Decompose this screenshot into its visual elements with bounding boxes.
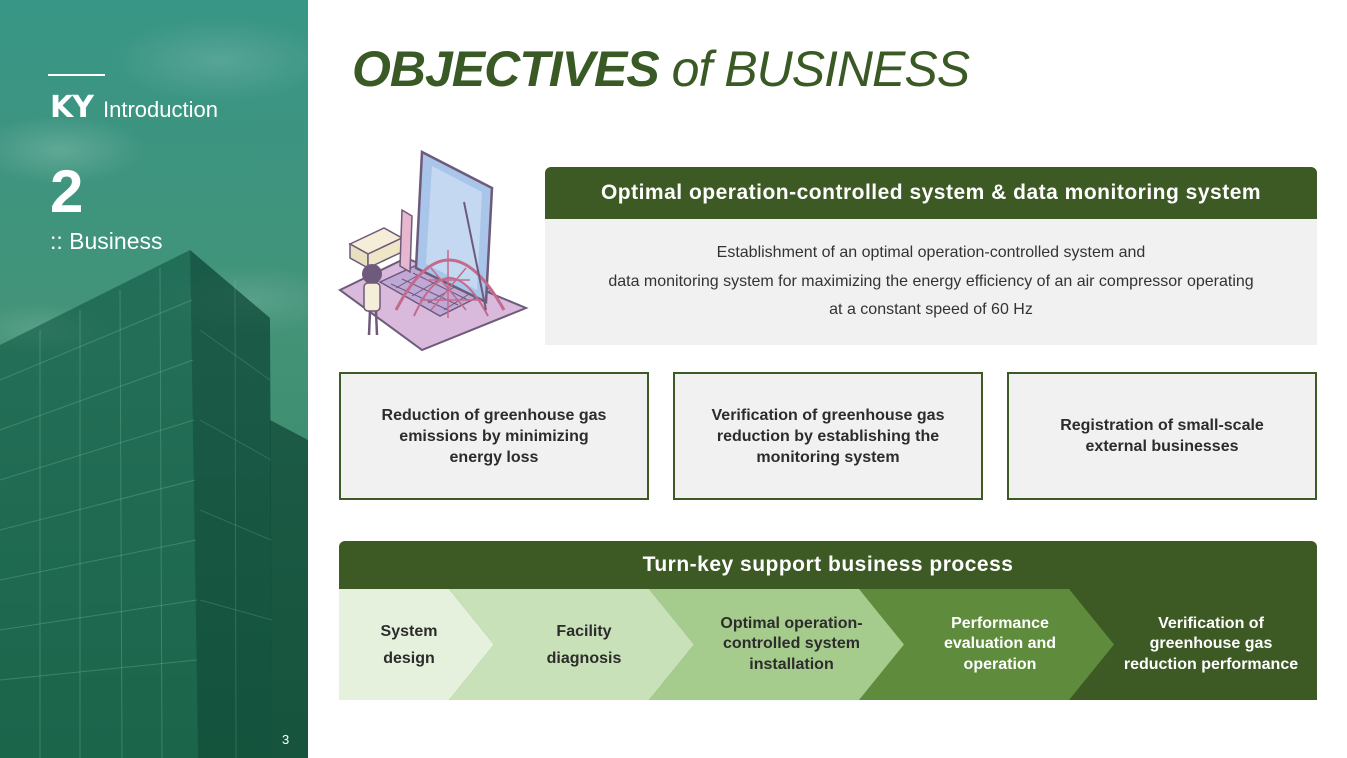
step-line: installation (749, 655, 834, 673)
goal-line: reduction by establishing the (716, 427, 940, 445)
brand-subtitle: Introduction (102, 97, 218, 122)
step-line: System (380, 622, 438, 640)
goal-line: Registration of small-scale (1060, 417, 1264, 434)
description-line: data monitoring system for maximizing th… (608, 272, 1254, 290)
step-line: operation (963, 655, 1037, 673)
page-number: 3 (282, 732, 290, 747)
process-step-system-design: System design (339, 589, 479, 700)
goal-line: monitoring system (756, 448, 900, 466)
description-line: at a constant speed of 60 Hz (829, 301, 1033, 319)
step-line: design (383, 649, 435, 667)
step-line: evaluation and (943, 635, 1057, 653)
goal-box-emission-reduction: Reduction of greenhouse gas emissions by… (339, 372, 649, 500)
page-title: OBJECTIVES of BUSINESS (352, 40, 970, 98)
process-step-verification: Verification of greenhouse gas reduction… (1108, 589, 1314, 700)
goal-box-verification: Verification of greenhouse gas reduction… (673, 372, 983, 500)
building-image (0, 250, 308, 758)
sidebar-brand: KY Introduction (50, 90, 218, 125)
goal-line: energy loss (449, 448, 539, 466)
process-heading: Turn-key support business process (339, 541, 1317, 589)
process-step-performance-evaluation: Performance evaluation and operation (904, 589, 1096, 700)
goal-line: emissions by minimizing (399, 427, 589, 445)
brand-logo: KY (50, 90, 94, 125)
step-line: controlled system (723, 635, 860, 653)
process-step-installation: Optimal operation- controlled system ins… (694, 589, 889, 700)
title-bold: OBJECTIVES (352, 41, 660, 97)
laptop-user-icon (338, 150, 529, 352)
step-line: Facility (556, 622, 612, 640)
goal-line: external businesses (1085, 438, 1239, 455)
section-number: 2 (50, 158, 84, 225)
section-label: :: Business (50, 228, 163, 254)
step-line: Optimal operation- (720, 614, 863, 632)
process-step-facility-diagnosis: Facility diagnosis (494, 589, 674, 700)
process-chevrons (339, 589, 1317, 700)
step-line: greenhouse gas (1149, 635, 1273, 653)
sidebar: KY Introduction 2 :: Business 3 (0, 0, 308, 758)
goal-line: Reduction of greenhouse gas (381, 406, 607, 424)
step-line: Verification of (1158, 614, 1264, 632)
system-description: Establishment of an optimal operation-co… (545, 219, 1317, 345)
goal-line: Verification of greenhouse gas (711, 406, 945, 424)
step-line: Performance (951, 614, 1049, 632)
system-heading: Optimal operation-controlled system & da… (545, 167, 1317, 219)
title-rest: of BUSINESS (658, 41, 970, 97)
sidebar-rule (48, 74, 105, 76)
step-line: reduction performance (1123, 655, 1299, 673)
description-line: Establishment of an optimal operation-co… (716, 244, 1146, 262)
goal-box-registration: Registration of small-scale external bus… (1007, 372, 1317, 500)
step-line: diagnosis (546, 649, 622, 667)
